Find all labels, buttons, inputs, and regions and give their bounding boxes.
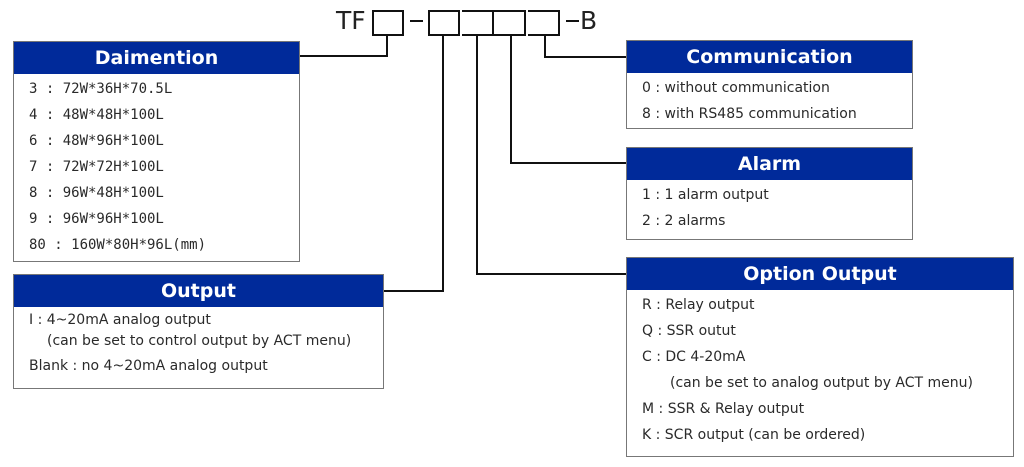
- connector-alarm-vertical: [510, 34, 512, 164]
- dimension-item: 3 : 72W*36H*70.5L: [29, 81, 173, 97]
- connector-option-output-horizontal: [476, 273, 626, 275]
- code-slot-option-output: [462, 10, 494, 36]
- connector-dimension-vertical: [386, 34, 388, 57]
- dimension-item: 6 : 48W*96H*100L: [29, 133, 164, 149]
- option-output-item: R : Relay output: [642, 297, 755, 313]
- connector-option-output-vertical: [476, 34, 478, 275]
- connector-output-vertical: [442, 34, 444, 292]
- dimension-item: 9 : 96W*96H*100L: [29, 211, 164, 227]
- communication-panel-title: Communication: [627, 41, 912, 73]
- dimension-item: 8 : 96W*48H*100L: [29, 185, 164, 201]
- output-item: I : 4~20mA analog output: [29, 312, 211, 328]
- option-output-item: M : SSR & Relay output: [642, 401, 805, 417]
- dimension-panel-title: Daimention: [14, 42, 299, 74]
- model-suffix: B: [580, 6, 598, 35]
- code-separator-dash: [410, 20, 423, 22]
- code-slot-alarm: [494, 10, 526, 36]
- dimension-item: 80 : 160W*80H*96L(mm): [29, 237, 207, 253]
- alarm-item: 2 : 2 alarms: [642, 213, 726, 229]
- connector-output-horizontal: [383, 290, 444, 292]
- connector-communication-vertical: [544, 34, 546, 58]
- output-panel: Output I : 4~20mA analog output (can be …: [13, 274, 384, 389]
- connector-alarm-horizontal: [510, 162, 626, 164]
- option-output-panel: Option Output R : Relay output Q : SSR o…: [626, 257, 1014, 457]
- connector-dimension-horizontal: [299, 55, 388, 57]
- option-output-item: Q : SSR outut: [642, 323, 736, 339]
- option-output-item: K : SCR output (can be ordered): [642, 427, 866, 443]
- code-slot-dimension: [372, 10, 404, 36]
- dimension-item: 7 : 72W*72H*100L: [29, 159, 164, 175]
- suffix-dash: [566, 20, 579, 22]
- alarm-panel-title: Alarm: [627, 148, 912, 180]
- option-output-item: C : DC 4-20mA: [642, 349, 746, 365]
- communication-item: 8 : with RS485 communication: [642, 106, 857, 122]
- output-item: Blank : no 4~20mA analog output: [29, 358, 268, 374]
- code-slot-output: [428, 10, 460, 36]
- code-slot-communication: [528, 10, 560, 36]
- communication-item: 0 : without communication: [642, 80, 830, 96]
- dimension-panel: Daimention 3 : 72W*36H*70.5L 4 : 48W*48H…: [13, 41, 300, 262]
- option-output-panel-title: Option Output: [627, 258, 1013, 290]
- alarm-item: 1 : 1 alarm output: [642, 187, 769, 203]
- communication-panel: Communication 0 : without communication …: [626, 40, 913, 129]
- dimension-item: 4 : 48W*48H*100L: [29, 107, 164, 123]
- model-prefix: TF: [336, 6, 366, 35]
- output-panel-title: Output: [14, 275, 383, 307]
- alarm-panel: Alarm 1 : 1 alarm output 2 : 2 alarms: [626, 147, 913, 240]
- output-item-note: (can be set to control output by ACT men…: [47, 333, 352, 349]
- connector-communication-horizontal: [544, 56, 626, 58]
- option-output-item-note: (can be set to analog output by ACT menu…: [670, 375, 974, 391]
